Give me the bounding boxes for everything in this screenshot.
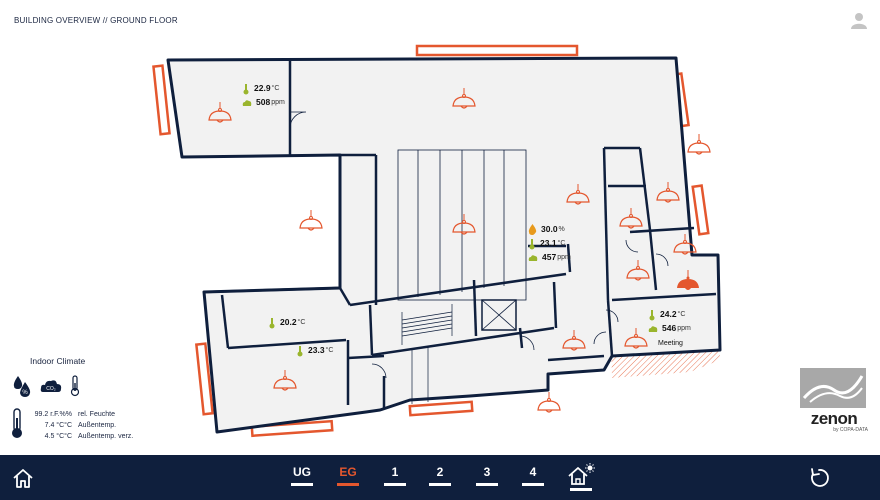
- floor-tab-eg[interactable]: EG: [336, 465, 360, 486]
- floor-tab-2[interactable]: 2: [428, 465, 452, 486]
- sensor-temp-sw-upper: 20.2°C: [268, 316, 305, 329]
- main-stairs: [397, 149, 527, 301]
- logo-sub: by COPA-DATA: [833, 427, 868, 433]
- outdoor-thermometer-icon: [12, 408, 22, 438]
- house-sun-button[interactable]: [566, 463, 596, 491]
- window-sw: [194, 342, 215, 416]
- svg-text:%: %: [22, 390, 28, 396]
- co2-value: 546: [662, 323, 677, 333]
- window-e: [691, 184, 710, 236]
- refresh-icon[interactable]: [808, 467, 830, 489]
- co2-cloud-icon: [528, 254, 538, 261]
- floor-tab-underline: [384, 483, 406, 486]
- sensor-temp-meeting: 24.2°C: [648, 308, 685, 321]
- climate-label: Außentemp.: [78, 422, 117, 429]
- stairwell: [401, 304, 453, 404]
- climate-row: 4.5 °C°C Außentemp. verz.: [28, 431, 134, 442]
- floor-tab-label: UG: [293, 465, 311, 479]
- breadcrumb: BUILDING OVERVIEW // GROUND FLOOR: [14, 16, 178, 25]
- climate-value: 7.4 °C°C: [44, 422, 72, 429]
- climate-row: 7.4 °C°C Außentemp.: [28, 420, 133, 431]
- floor-tab-underline: [337, 483, 359, 486]
- user-icon[interactable]: [850, 11, 868, 29]
- climate-value: 99.2 r.F.%%: [34, 411, 72, 418]
- temp-unit: °C: [677, 311, 686, 318]
- temp-unit: °C: [557, 240, 566, 247]
- co2-value: 508: [256, 97, 271, 107]
- indoor-climate-rows: 99.2 r.F.%% rel. Feuchte 7.4 °C°C Außentem…: [28, 409, 134, 442]
- floor-tab-1[interactable]: 1: [383, 465, 407, 486]
- lamp-icon: [299, 209, 323, 231]
- co2-unit: ppm: [677, 325, 691, 332]
- humidity-value: 30.0: [541, 224, 558, 234]
- co2-cloud-icon: [242, 99, 252, 106]
- floor-plan: [152, 44, 722, 438]
- house-sun-icon: [568, 463, 595, 485]
- temp-value: 23.1: [540, 238, 557, 248]
- thermometer-icon: [529, 238, 535, 249]
- climate-value: 4.5 °C°C: [44, 433, 72, 440]
- thermometer-icon: [243, 83, 249, 94]
- lamp-icon: [687, 133, 711, 155]
- zenon-logo-mark: [800, 368, 866, 408]
- temp-unit: °C: [325, 347, 334, 354]
- indoor-climate-title: Indoor Climate: [30, 356, 86, 366]
- temp-value: 20.2: [280, 317, 297, 327]
- floor-tab-label: 4: [529, 465, 537, 479]
- floor-tab-ug[interactable]: UG: [290, 465, 314, 486]
- bottom-nav-bar: UG EG 1 2 3 4: [0, 455, 880, 500]
- logo-word: zenon: [810, 409, 858, 428]
- temp-unit: °C: [271, 85, 280, 92]
- thermometer-icon: [649, 309, 655, 320]
- temp-unit: °C: [297, 319, 306, 326]
- temp-value: 22.9: [254, 83, 271, 93]
- floor-tab-label: EG: [339, 465, 357, 479]
- floor-tab-underline: [476, 483, 498, 486]
- lamp-icon: [537, 391, 561, 413]
- co2-unit: ppm: [557, 254, 571, 261]
- lamp-on-icon: [677, 270, 699, 290]
- floor-tab-underline: [291, 483, 313, 486]
- temp-value: 24.2: [660, 309, 677, 319]
- thermometer-icon: [269, 317, 275, 328]
- climate-label: rel. Feuchte: [78, 411, 115, 418]
- window-nw: [152, 64, 171, 136]
- indoor-climate-icons: % CO₂: [12, 374, 80, 398]
- climate-row: 99.2 r.F.%% rel. Feuchte: [28, 409, 133, 420]
- co2-icon: CO₂: [40, 380, 62, 392]
- co2-unit: ppm: [271, 99, 285, 106]
- co2-cloud-icon: [648, 325, 658, 332]
- co2-value: 457: [542, 252, 557, 262]
- humidity-icon: %: [13, 376, 31, 397]
- droplet-icon: [528, 224, 537, 235]
- sensor-temp-sw-lower: 23.3°C: [296, 344, 333, 357]
- floor-tab-label: 2: [436, 465, 444, 479]
- floor-tab-label: 1: [391, 465, 399, 479]
- humidity-unit: %: [558, 226, 565, 233]
- window-s1: [250, 419, 334, 438]
- floor-tab-3[interactable]: 3: [475, 465, 499, 486]
- floor-tab-4[interactable]: 4: [521, 465, 545, 486]
- thermometer-icon: [297, 345, 303, 356]
- sensor-temp-lobby: 23.1°C: [528, 237, 565, 250]
- temp-value: 23.3: [308, 345, 325, 355]
- floor-tab-label: 3: [483, 465, 491, 479]
- sensor-humidity-lobby: 30.0%: [528, 223, 565, 236]
- thermometer-icon: [70, 375, 80, 397]
- sensor-temp-nw: 22.9°C: [242, 82, 279, 95]
- svg-text:CO₂: CO₂: [46, 386, 56, 392]
- climate-label: Außentemp. verz.: [78, 433, 134, 440]
- window-top: [415, 44, 579, 57]
- home-icon[interactable]: [12, 467, 34, 489]
- floor-tab-underline: [570, 488, 592, 491]
- floor-tab-underline: [522, 483, 544, 486]
- window-s2: [408, 400, 474, 417]
- room-label-meeting: Meeting: [658, 340, 683, 347]
- floor-tab-underline: [429, 483, 451, 486]
- zenon-logo: zenon by COPA-DATA: [800, 368, 868, 433]
